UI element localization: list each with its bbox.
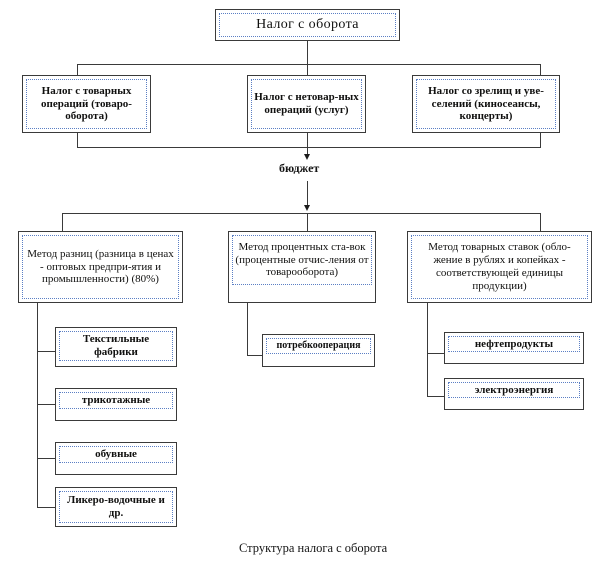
node-leaf-footwear: обувные	[55, 442, 177, 475]
arrow-down-to-level3	[304, 205, 310, 211]
node-leaf-oil-products: нефтепродукты	[444, 332, 584, 364]
connector-level3-left-drop	[62, 213, 63, 231]
connector-level3-mid-drop	[307, 213, 308, 231]
connector-right-stub-2	[427, 396, 444, 397]
budget-label: бюджет	[279, 161, 320, 175]
node-leaf-liquor-and-others-label: Ликеро-водочные и др.	[59, 491, 173, 523]
connector-goods-to-bus	[77, 133, 78, 147]
node-leaf-electricity-label: электроэнергия	[448, 382, 580, 398]
node-leaf-electricity: электроэнергия	[444, 378, 584, 410]
connector-right-spine	[427, 303, 428, 397]
node-leaf-textile-factories: Текстильные фабрики	[55, 327, 177, 367]
node-level2-entertainment-tax: Налог со зрелищ и уве-селений (киносеанс…	[412, 75, 560, 133]
node-level3-price-difference-method-label: Метод разниц (разница в ценах - оптовых …	[22, 235, 179, 299]
connector-left-stub-3	[37, 458, 55, 459]
diagram-caption: Структура налога с оборота	[239, 541, 388, 555]
connector-right-stub-1	[427, 353, 444, 354]
node-level2-services-tax: Налог с нетовар-ных операций (услуг)	[247, 75, 366, 133]
node-level3-goods-rates-method-label: Метод товарных ставок (обло-жение в рубл…	[411, 235, 588, 299]
connector-budget-to-level3-stem	[307, 181, 308, 207]
node-level2-goods-tax-label: Налог с товарных операций (товаро-оборот…	[26, 79, 147, 129]
connector-middle-stub-1	[247, 355, 262, 356]
node-level3-goods-rates-method: Метод товарных ставок (обло-жение в рубл…	[407, 231, 592, 303]
node-leaf-liquor-and-others: Ликеро-водочные и др.	[55, 487, 177, 527]
node-level2-entertainment-tax-label: Налог со зрелищ и уве-селений (киносеанс…	[416, 79, 556, 129]
connector-entertainment-to-bus	[540, 133, 541, 147]
node-root-label: Налог с оборота	[219, 13, 396, 37]
arrow-down-to-budget	[304, 154, 310, 160]
connector-level2-bus	[77, 64, 540, 65]
connector-level2-right-drop	[540, 64, 541, 75]
node-root: Налог с оборота	[215, 9, 400, 41]
node-leaf-textile-factories-label: Текстильные фабрики	[59, 331, 173, 361]
connector-level3-right-drop	[540, 213, 541, 231]
node-leaf-footwear-label: обувные	[59, 446, 173, 463]
connector-left-stub-1	[37, 351, 55, 352]
node-level2-services-tax-label: Налог с нетовар-ных операций (услуг)	[251, 79, 362, 129]
connector-level3-bus	[62, 213, 541, 214]
node-level3-percentage-rates-method-label: Метод процентных ста-вок (процентные отч…	[232, 235, 372, 285]
node-level2-goods-tax: Налог с товарных операций (товаро-оборот…	[22, 75, 151, 133]
node-leaf-knitwear: трикотажные	[55, 388, 177, 421]
connector-left-stub-4	[37, 507, 55, 508]
connector-left-spine	[37, 303, 38, 508]
connector-middle-spine	[247, 303, 248, 356]
connector-budget-bus	[77, 147, 541, 148]
connector-root-down	[307, 41, 308, 65]
node-leaf-knitwear-label: трикотажные	[59, 392, 173, 409]
node-level3-percentage-rates-method: Метод процентных ста-вок (процентные отч…	[228, 231, 376, 303]
node-level3-price-difference-method: Метод разниц (разница в ценах - оптовых …	[18, 231, 183, 303]
connector-level2-mid-drop	[307, 64, 308, 75]
node-leaf-consumer-cooperation-label: потребкооперация	[266, 338, 371, 354]
connector-left-stub-2	[37, 404, 55, 405]
connector-level2-left-drop	[77, 64, 78, 75]
node-leaf-consumer-cooperation: потребкооперация	[262, 334, 375, 367]
node-leaf-oil-products-label: нефтепродукты	[448, 336, 580, 352]
connector-budget-arrow-stem	[307, 133, 308, 156]
